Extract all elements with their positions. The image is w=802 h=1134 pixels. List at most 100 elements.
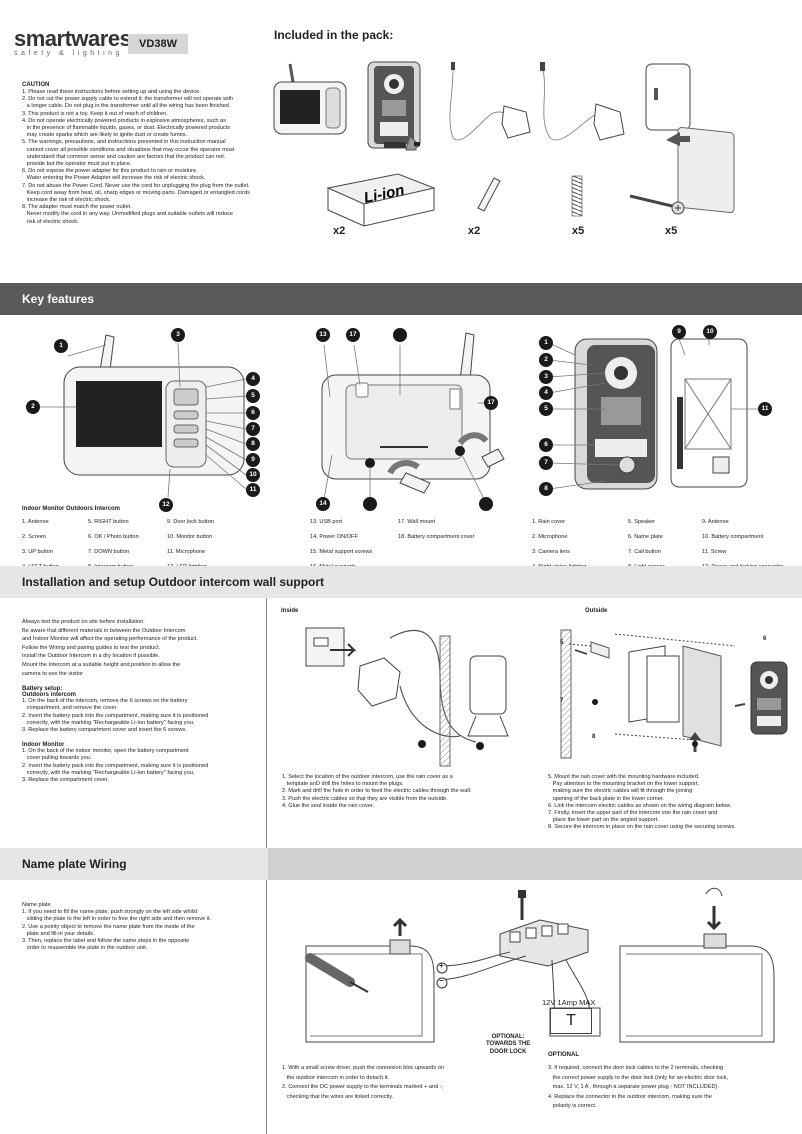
- feature-item: 7. Call button: [628, 549, 661, 555]
- power-spec: 12V 1Amp MAX: [542, 998, 596, 1007]
- indoor-step: 1. On the back of the indoor monitor, op…: [22, 748, 189, 755]
- caution-item: risk of electric shock.: [22, 218, 79, 225]
- pack-power-adapter-2: [540, 62, 625, 141]
- brand-logo: smartwares safety & lighting: [14, 26, 132, 57]
- qty-spring: x5: [572, 225, 585, 237]
- inside-step: 2. Mark and drill the hole in order to f…: [282, 788, 472, 795]
- caution-item: 4. Do not operate electrically powered p…: [22, 117, 226, 124]
- wiring-band-right: [268, 848, 802, 880]
- caution-item: Keep cord away from heat, oil, sharp edg…: [22, 189, 250, 196]
- callout-outdoor-3: 3: [539, 370, 553, 384]
- name-plate-line: 2. Use a pointy object to remove the nam…: [22, 923, 195, 930]
- outside-step: place the lower part on the angled suppo…: [548, 817, 659, 824]
- callout-monitor-12: 12: [159, 498, 173, 512]
- wiring-step: max. 12 V, 1 A , through a separate powe…: [548, 1084, 720, 1090]
- indoor-step: correctly, with the marking "Rechargeabl…: [22, 769, 195, 776]
- feature-item: 3. Camera lens: [532, 549, 570, 555]
- intro-line: Mount the Intercom at a suitable height …: [22, 661, 181, 668]
- outdoor-step: 1. On the back of the intercom, remove t…: [22, 698, 188, 705]
- brand-tagline: safety & lighting: [14, 50, 123, 57]
- outside-step: making sure the electric cables will fit…: [548, 788, 693, 795]
- caution-item: provide but the operator must put in pla…: [22, 161, 132, 168]
- caution-item: 8. The adapter must match the power outl…: [22, 204, 132, 211]
- feature-item: 1. Antenne: [22, 519, 49, 525]
- monitor-front-illustration: [40, 334, 247, 498]
- callout-outdoor-5: 5: [539, 402, 553, 416]
- callout-monitor-6: 6: [246, 406, 260, 420]
- outside-marker-8: 8: [592, 734, 596, 740]
- caution-item: 6. Do not expose the power adapter for t…: [22, 168, 198, 175]
- feature-item: 6. OK / Photo button: [88, 534, 139, 540]
- callout-outdoor-7: 7: [539, 456, 553, 470]
- outside-step: 6. Link the intercom electric cables as …: [548, 802, 732, 809]
- callout-outdoor-2: 2: [539, 353, 553, 367]
- outside-step: 5. Mount the rain cover with the mountin…: [548, 774, 700, 780]
- callout-outdoor-4: 4: [539, 386, 553, 400]
- optional-towards-label: OPTIONAL: TOWARDS THE DOOR LOCK: [486, 1034, 530, 1056]
- callout-outdoor-1: 1: [539, 336, 553, 350]
- caution-item: Water entering the Power Adapter will in…: [22, 175, 206, 182]
- caution-item: a longer cable. Do not plug in the trans…: [22, 103, 231, 110]
- name-plate-line: sliding the plate to the left in order t…: [22, 916, 212, 923]
- pack-spring: [571, 175, 583, 217]
- inside-step: template anD drill the holes to mount th…: [282, 781, 404, 788]
- feature-item: 2. Screen: [22, 534, 46, 540]
- outside-marker-6: 6: [763, 636, 767, 642]
- callout-outdoor-6: 6: [539, 438, 553, 452]
- callout-monitor-9: 9: [246, 453, 260, 467]
- outside-marker-5: 5: [560, 640, 564, 646]
- wiring-title: Name plate Wiring: [22, 857, 127, 871]
- installation-band: Installation and setup Outdoor intercom …: [0, 566, 802, 598]
- pack-wall-plug: [477, 177, 501, 212]
- feature-item: 9. Antenne: [702, 519, 729, 525]
- wiring-step: 4. Replace the connector in the outdoor …: [548, 1093, 712, 1100]
- feature-item: 13. USB port: [310, 519, 343, 525]
- indoor-step: 2. Insert the battery pack into the comp…: [22, 762, 209, 769]
- feature-item: 3. UP button: [22, 549, 53, 555]
- inside-step: 3. Push the electric cables so that they…: [282, 795, 448, 802]
- callout-monitor-7: 7: [246, 422, 260, 436]
- qty-wall-plug: x2: [468, 225, 481, 237]
- brand-name: smartwares: [14, 26, 132, 51]
- feature-item: 10. Battery compartment: [702, 534, 764, 540]
- feature-item: 10. Monitor button: [167, 534, 213, 540]
- name-plate-line: Name plate: [22, 902, 51, 908]
- inside-step: 4. Glue the seal inside the rain cover.: [282, 802, 375, 809]
- pack-battery: Li-ion: [326, 173, 436, 227]
- indoor-step: 3. Replace the compartment cover.: [22, 776, 109, 783]
- key-features-band: Key features: [0, 283, 802, 315]
- pack-indoor-monitor: [273, 63, 347, 135]
- wiring-step: polarity is correct.: [548, 1103, 597, 1109]
- feature-item: 15. Metal support screws: [310, 549, 373, 555]
- minus-terminal-label: −: [439, 976, 444, 985]
- feature-item: 5. RIGHT button: [88, 519, 129, 525]
- inside-steps: 1. Select the location of the outdoor in…: [282, 774, 471, 810]
- indoor-step: cover pulling towards you.: [22, 755, 92, 762]
- outside-marker-7: 7: [560, 698, 564, 704]
- caution-item: 7. Do not abuse the Power Cord. Never us…: [22, 182, 250, 189]
- caution-item: 1. Please read these instructions before…: [22, 89, 201, 95]
- name-plate-line: 3. Then, replace the label and follow th…: [22, 938, 190, 945]
- intro-line: camera to see the visitor: [22, 670, 83, 677]
- door-lock-letter: T: [566, 1012, 576, 1029]
- optional-line: DOOR LOCK: [489, 1048, 527, 1055]
- callout-outdoor-11: 11: [758, 402, 772, 416]
- pack-screw: [629, 194, 685, 215]
- outdoor-step: compartment, and remove the cover: [22, 705, 117, 712]
- caution-item: understand that common sense and caution…: [22, 153, 226, 160]
- outside-step: 8. Secure the intercom in place on the r…: [548, 824, 736, 831]
- callout-back-marker-3: [479, 497, 493, 511]
- callout-back-13: 13: [316, 328, 330, 342]
- feature-item: 2. Microphone: [532, 534, 568, 540]
- installation-title: Installation and setup Outdoor intercom …: [22, 575, 325, 589]
- caution-item: 5. The warnings, precautions, and instru…: [22, 139, 226, 146]
- intro-line: Install the Outdoor Intercom in a dry lo…: [22, 653, 160, 660]
- callout-monitor-8: 8: [246, 437, 260, 451]
- intro-line: Follow the Wiring and pairing guides to …: [22, 644, 161, 651]
- outside-step: opening of the back plate in the lower c…: [548, 795, 664, 802]
- callout-back-17a: 17: [346, 328, 360, 342]
- plus-terminal-label: +: [439, 961, 444, 970]
- name-plate-line: plate and fill-in your details.: [22, 930, 95, 937]
- callout-monitor-3: 3: [171, 328, 185, 342]
- qty-screw: x5: [665, 225, 678, 237]
